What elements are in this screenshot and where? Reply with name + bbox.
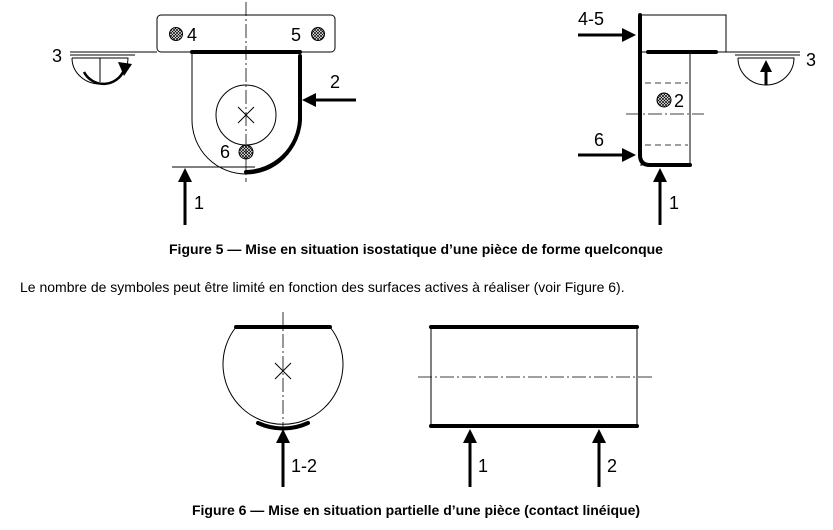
fig6-left-label-1-2: 1-2	[291, 456, 317, 476]
fig5-left-symbol-6	[238, 144, 254, 160]
fig5-right-label-2: 2	[674, 91, 684, 111]
fig5-left-label-3: 3	[52, 46, 62, 66]
fig5-left-arrow-1	[178, 168, 192, 225]
fig5-left-label-4: 4	[187, 25, 197, 45]
fig6-right-label-1: 1	[478, 456, 488, 476]
fig5-left-label-5: 5	[291, 25, 301, 45]
fig5-left-contact-right	[244, 54, 302, 174]
fig6-left-view: 1-2	[222, 312, 344, 487]
fig5-right-symbol-2	[656, 92, 672, 108]
fig5-caption: Figure 5 — Mise en situation isostatique…	[169, 241, 663, 257]
fig6-caption: Figure 6 — Mise en situation partielle d…	[192, 502, 640, 518]
fig5-left-symbol-4	[169, 27, 183, 41]
fig6-right-label-2: 2	[607, 456, 617, 476]
fig6-left-arrow-1-2	[276, 429, 290, 487]
fig5-right-contact-left	[638, 13, 692, 167]
fig5-right-arrow-6	[578, 148, 636, 162]
fig6-right-arrow-2	[592, 429, 606, 487]
fig6-left-cross-b	[274, 362, 292, 380]
fig5-right-label-3: 3	[806, 50, 816, 70]
fig5-right-arrow-4-5	[578, 28, 636, 42]
fig5-right-top-block	[639, 14, 727, 53]
fig5-right-symbol-3	[737, 57, 795, 86]
fig5-right-label-6: 6	[594, 130, 604, 150]
fig5-right-label-4-5: 4-5	[578, 9, 604, 29]
fig5-left-view: 4 5 6 3 2 1	[52, 2, 356, 225]
fig6-right-view: 1 2	[418, 325, 652, 487]
fig5-right-arrow-1	[653, 168, 667, 225]
fig5-left-symbol-3	[71, 57, 132, 86]
note-paragraph: Le nombre de symboles peut être limité e…	[20, 279, 625, 295]
fig6-right-arrow-1	[463, 429, 477, 487]
fig5-right-label-1: 1	[669, 193, 679, 213]
fig5-left-label-6: 6	[220, 142, 230, 162]
fig5-right-view: 2 3 4-5 6 1	[578, 9, 816, 225]
fig5-left-symbol-5	[311, 27, 325, 41]
fig5-left-label-1: 1	[194, 193, 204, 213]
fig5-left-label-2: 2	[330, 72, 340, 92]
fig5-left-arrow-2	[302, 93, 356, 107]
